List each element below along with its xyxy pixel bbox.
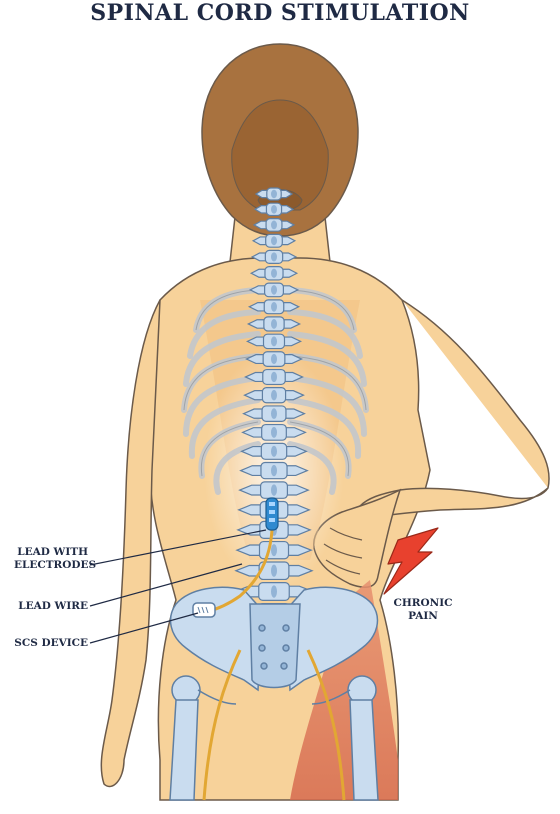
label-line: PAIN: [408, 610, 438, 622]
label-scs-device: SCS DEVICE: [14, 637, 88, 649]
sciatic-nerve-right: [306, 649, 346, 801]
label-chronic-pain: CHRONIC PAIN: [388, 597, 458, 623]
label-lead-wire: LEAD WIRE: [18, 600, 88, 612]
vertebra: [253, 202, 295, 217]
label-line: LEAD WITH: [17, 546, 88, 558]
page-title: SPINAL CORD STIMULATION: [90, 0, 470, 26]
lead-electrodes: [265, 497, 279, 531]
label-line: CHRONIC: [393, 597, 453, 609]
vertebra: [243, 387, 305, 404]
vertebra: [242, 405, 306, 422]
vertebra: [245, 333, 303, 350]
vertebra: [252, 218, 296, 232]
label-lead-with-electrodes: LEAD WITH ELECTRODES: [14, 546, 97, 572]
vertebra: [251, 233, 297, 248]
vertebra: [245, 351, 303, 367]
scs-device: [192, 602, 216, 618]
vertebra: [247, 299, 301, 315]
vertebra: [249, 266, 299, 281]
vertebra: [244, 368, 304, 386]
head-hair: [201, 43, 359, 237]
vertebra: [239, 461, 309, 480]
vertebra: [233, 582, 315, 602]
pain-bolt-icon: [383, 527, 439, 595]
pelvis: [169, 586, 379, 801]
vertebra: [240, 442, 308, 460]
vertebra: [238, 481, 310, 499]
vertebra: [250, 249, 298, 265]
vertebra: [248, 282, 300, 298]
vertebra: [254, 187, 294, 201]
leader-lines: [89, 529, 267, 644]
sciatic-nerve-left: [202, 649, 242, 801]
label-line: ELECTRODES: [14, 559, 97, 571]
vertebra: [241, 423, 307, 441]
vertebra: [246, 316, 302, 332]
